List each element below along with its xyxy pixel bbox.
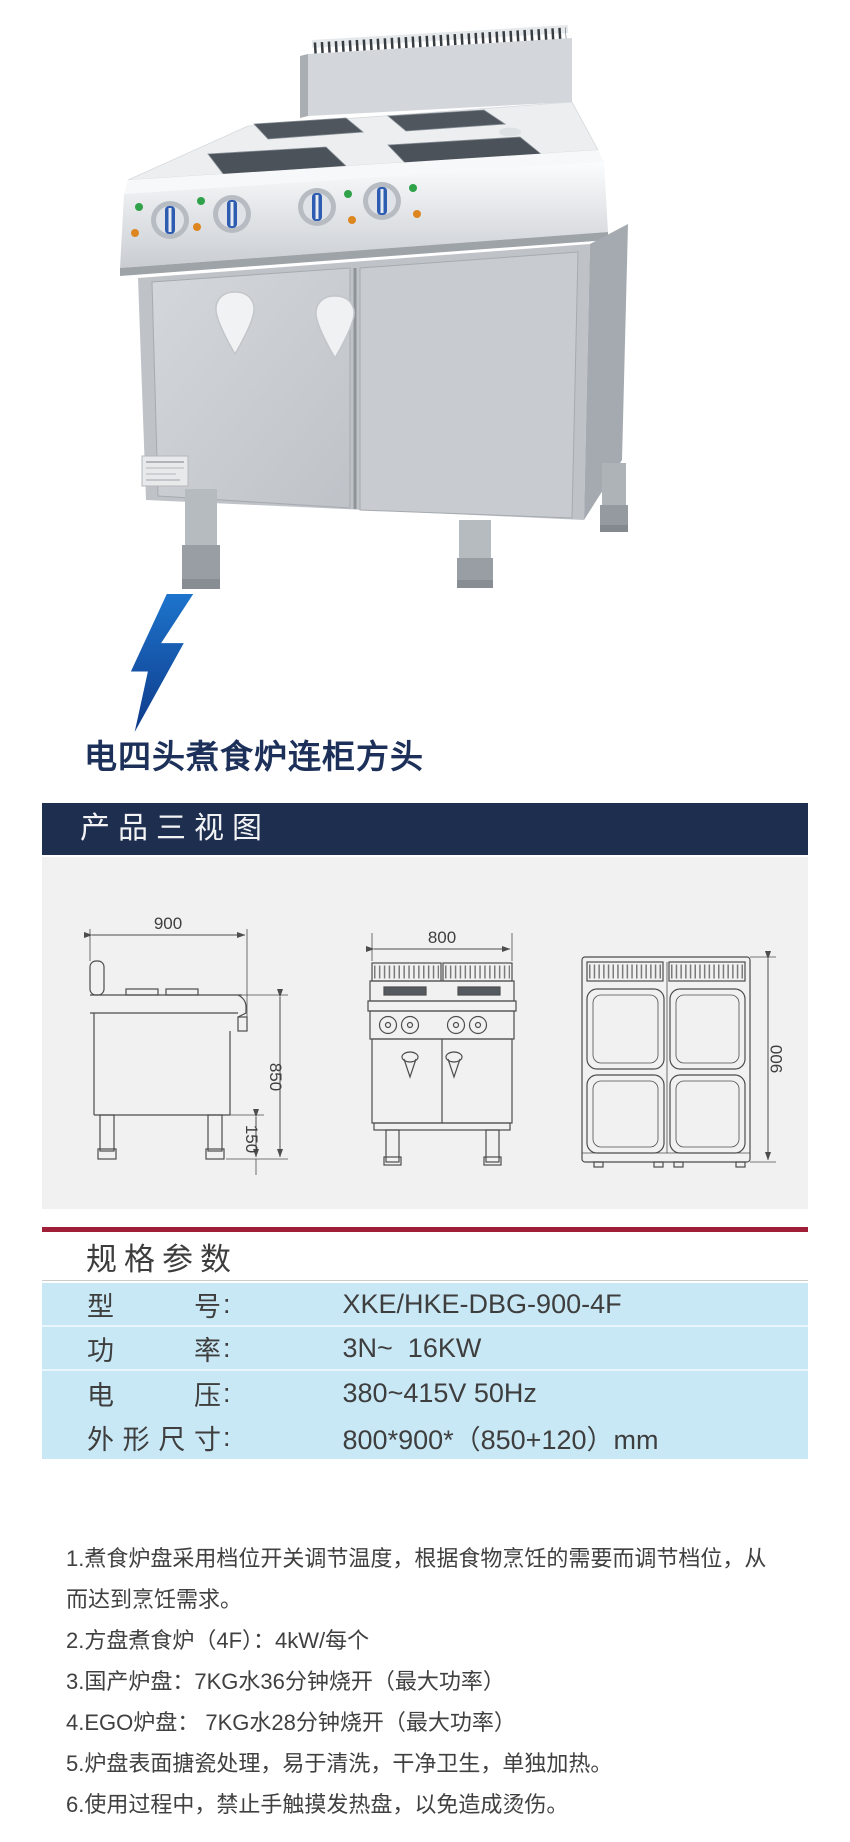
- spec-label: 外形尺寸: [87, 1424, 221, 1455]
- spec-row-power: 功 率: 3N~ 16KW: [42, 1327, 808, 1371]
- indicator-light-green: [344, 190, 352, 198]
- indicator-light-orange: [131, 229, 139, 237]
- backsplash: [300, 25, 572, 118]
- specs-heading: 规格参数: [86, 1242, 238, 1277]
- leg: [457, 520, 493, 588]
- leg: [600, 463, 628, 532]
- spec-value: 3N~ 16KW: [342, 1332, 482, 1363]
- control-knob: [363, 182, 421, 220]
- door-handle: [315, 295, 355, 360]
- cook-top: [124, 101, 604, 194]
- lightning-icon: [130, 594, 194, 732]
- spec-value: 380~415V 50Hz: [342, 1377, 537, 1408]
- product-title: 电四头煮食炉连柜方头: [84, 738, 424, 775]
- note-item: 1.煮食炉盘采用档位开关调节温度，根据食物烹饪的需要而调节档位，从而达到烹饪需求…: [66, 1546, 767, 1612]
- note-item: 5.炉盘表面搪瓷处理，易于清洗，干净卫生，单独加热。: [66, 1751, 613, 1776]
- dim-side-leg: 150: [242, 1125, 261, 1153]
- side-view-drawing: [84, 929, 288, 1175]
- cabinet-door: [359, 251, 579, 519]
- spec-label: 型 号: [87, 1291, 221, 1322]
- front-view-drawing: [366, 933, 517, 1166]
- specs-heading-rule: [42, 1280, 808, 1281]
- spec-colon: :: [223, 1332, 231, 1363]
- control-knob: [193, 195, 251, 233]
- technical-drawings: 900 850 150 800 900: [84, 914, 786, 1175]
- hotplate: [207, 146, 347, 176]
- indicator-light-orange: [348, 216, 356, 224]
- dim-side-depth: 900: [154, 914, 182, 933]
- cabinet: [138, 224, 628, 520]
- indicator-light-orange: [413, 210, 421, 218]
- indicator-light-orange: [193, 223, 201, 231]
- dim-side-height: 850: [266, 1063, 285, 1091]
- note-item: 3.国产炉盘：7KG水36分钟烧开（最大功率）: [66, 1669, 505, 1694]
- section-banner-views: 产品三视图: [42, 803, 808, 855]
- product-photo: [120, 25, 628, 589]
- spec-label: 电 压: [87, 1380, 221, 1411]
- spec-row-dimensions: 外形尺寸: 800*900*（850+120）mm: [42, 1415, 808, 1459]
- cabinet-door: [151, 267, 351, 509]
- section-banner-label: 产品三视图: [80, 812, 270, 845]
- door-handle: [215, 291, 255, 356]
- dim-front-width: 800: [428, 928, 456, 947]
- top-view-drawing: [581, 951, 776, 1168]
- indicator-light-green: [197, 197, 205, 205]
- indicator-light-green: [409, 184, 417, 192]
- spec-table: 型 号: XKE/HKE-DBG-900-4F 功 率: 3N~ 16KW 电 …: [42, 1283, 808, 1459]
- door-handle-drawing: [401, 1051, 463, 1079]
- legs: [182, 463, 628, 589]
- spec-value: XKE/HKE-DBG-900-4F: [342, 1288, 622, 1319]
- rating-plate: [141, 455, 189, 487]
- control-knob: [131, 201, 189, 239]
- note-item: 4.EGO炉盘： 7KG水28分钟烧开（最大功率）: [66, 1710, 516, 1735]
- spec-row-voltage: 电 压: 380~415V 50Hz: [42, 1371, 808, 1415]
- note-item: 2.方盘煮食炉（4F）：4kW/每个: [66, 1628, 370, 1653]
- hotplate: [253, 117, 365, 140]
- control-knob: [298, 188, 356, 226]
- spec-colon: :: [223, 1421, 231, 1452]
- dim-top-depth: 900: [767, 1045, 786, 1073]
- three-views-panel: 900 850 150 800 900: [42, 857, 808, 1209]
- red-divider: [42, 1227, 808, 1232]
- hotplate: [386, 109, 507, 132]
- cabinet-side: [584, 224, 628, 520]
- control-panel: [120, 162, 608, 276]
- spec-label: 功 率: [87, 1335, 221, 1366]
- spec-value: 800*900*（850+120）mm: [342, 1424, 659, 1455]
- leg: [182, 489, 220, 589]
- indicator-light-green: [135, 203, 143, 211]
- spec-row-model: 型 号: XKE/HKE-DBG-900-4F: [42, 1283, 808, 1327]
- spec-colon: :: [223, 1288, 231, 1319]
- spec-colon: :: [223, 1377, 231, 1408]
- notes-list: 1.煮食炉盘采用档位开关调节温度，根据食物烹饪的需要而调节档位，从而达到烹饪需求…: [66, 1538, 780, 1825]
- note-item: 6.使用过程中，禁止手触摸发热盘，以免造成烫伤。: [66, 1792, 569, 1817]
